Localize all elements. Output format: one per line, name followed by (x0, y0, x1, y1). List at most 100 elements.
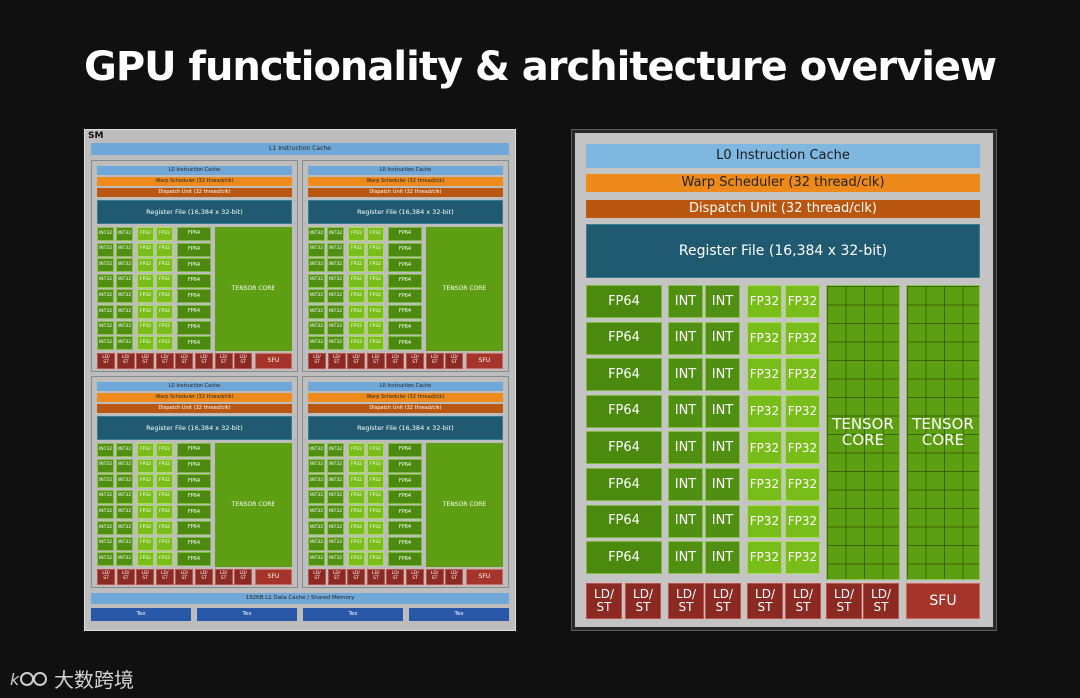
fp64-unit: FP64 (388, 489, 422, 504)
fp64-unit: FP64 (388, 443, 422, 457)
int32-unit: INT32 (308, 521, 325, 535)
fp32-unit: FP32 (137, 552, 154, 567)
fp32-unit: FP32 (156, 489, 173, 504)
ld-st-unit-line1: LD/ (121, 355, 130, 361)
fp64-unit: FP64 (586, 504, 662, 538)
dispatch-unit: Dispatch Unit (32 thread/clk) (586, 200, 980, 218)
register-file: Register File (16,384 x 32-bit) (308, 200, 503, 224)
tensor-core: TENSOR CORE (215, 443, 292, 567)
int32-unit: INT32 (308, 458, 325, 473)
ld-st-unit-line2: ST (220, 576, 227, 581)
tex-unit: Tex (197, 608, 297, 621)
ld-st-unit-line2: ST (353, 576, 359, 581)
int32-unit: INT32 (116, 227, 133, 241)
int32-unit: INT32 (327, 505, 344, 520)
ld-st-unit-line1: LD/ (430, 355, 439, 361)
int32-unit: INT32 (116, 505, 133, 520)
ld-st-unit-line1: LD/ (352, 355, 360, 361)
fp32-unit: FP32 (785, 541, 820, 575)
fp32-unit: FP32 (156, 552, 173, 567)
fp32-unit: FP32 (785, 431, 820, 465)
fp64-unit: FP64 (388, 505, 422, 520)
int32-unit: INT32 (97, 289, 114, 304)
fp32-unit: FP32 (137, 536, 154, 551)
fp64-unit: FP64 (388, 336, 422, 351)
int32-unit: INT32 (327, 227, 344, 241)
fp32-unit: FP32 (785, 504, 820, 538)
int-unit: INT (668, 541, 703, 575)
int32-unit: INT32 (308, 443, 325, 457)
ld-st-unit-line2: ST (451, 576, 457, 581)
register-file: Register File (16,384 x 32-bit) (308, 416, 503, 440)
ld-st-unit: LD/ST (625, 583, 661, 619)
ld-st-unit-line2: ST (431, 360, 438, 365)
ld-st-unit: LD/ST (366, 353, 385, 369)
fp32-unit: FP32 (137, 474, 154, 489)
fp64-unit: FP64 (177, 458, 211, 473)
ld-st-unit-line1: LD/ (676, 587, 696, 602)
page-title: GPU functionality & architecture overvie… (84, 44, 997, 90)
ld-st-unit: LD/ST (366, 569, 385, 585)
int-unit: INT (705, 394, 740, 428)
int-unit: INT (705, 285, 740, 318)
fp64-unit: FP64 (177, 474, 211, 489)
ld-st-unit-line2: ST (201, 360, 207, 365)
fp64-unit: FP64 (177, 336, 211, 351)
ld-st-unit: LD/ST (445, 569, 464, 585)
int32-unit: INT32 (97, 305, 114, 319)
ld-st-unit-line1: LD/ (430, 571, 439, 577)
ld-st-unit-line2: ST (873, 600, 889, 614)
int32-unit: INT32 (327, 242, 344, 257)
fp32-unit: FP32 (156, 305, 173, 319)
fp32-unit: FP32 (367, 289, 384, 304)
int-unit: INT (705, 358, 740, 392)
fp32-unit: FP32 (348, 242, 365, 257)
fp32-unit: FP32 (156, 289, 173, 304)
warp-scheduler: Warp Scheduler (32 thread/clk) (97, 177, 292, 186)
fp64-unit: FP64 (177, 489, 211, 504)
fp64-unit: FP64 (177, 242, 211, 257)
ld-st-unit-line1: LD/ (102, 355, 110, 361)
fp64-unit: FP64 (388, 305, 422, 319)
int32-unit: INT32 (97, 242, 114, 257)
ld-st-unit-line2: ST (757, 600, 773, 614)
fp32-unit: FP32 (747, 504, 782, 538)
ld-st-unit: LD/ST (116, 569, 135, 585)
fp32-unit: FP32 (137, 505, 154, 520)
int32-unit: INT32 (97, 227, 114, 241)
fp32-unit: FP32 (367, 320, 384, 335)
int-unit: INT (705, 321, 740, 355)
brand-icon: k (10, 670, 47, 689)
ld-st-unit-line1: LD/ (633, 587, 653, 602)
ld-st-unit: LD/ST (195, 569, 213, 585)
fp32-unit: FP32 (156, 536, 173, 551)
ld-st-unit-line1: LD/ (793, 587, 813, 602)
dispatch-unit: Dispatch Unit (32 thread/clk) (97, 404, 292, 413)
int32-unit: INT32 (327, 521, 344, 535)
ld-st-unit-line1: LD/ (219, 571, 228, 577)
fp32-unit: FP32 (137, 336, 154, 351)
fp64-unit: FP64 (388, 273, 422, 288)
ld-st-unit: LD/ST (406, 353, 424, 369)
fp32-unit: FP32 (348, 552, 365, 567)
fp32-unit: FP32 (348, 305, 365, 319)
int32-unit: INT32 (327, 458, 344, 473)
ld-st-unit-line1: LD/ (391, 571, 400, 577)
int32-unit: INT32 (116, 336, 133, 351)
l1-instruction-cache: L1 Instruction Cache (91, 143, 509, 155)
fp32-unit: FP32 (367, 242, 384, 257)
int32-unit: INT32 (308, 242, 325, 257)
fp32-unit: FP32 (348, 536, 365, 551)
fp32-unit: FP32 (137, 227, 154, 241)
fp32-unit: FP32 (348, 273, 365, 288)
sm-label: SM (88, 131, 104, 141)
fp32-unit: FP32 (367, 273, 384, 288)
register-file: Register File (16,384 x 32-bit) (586, 224, 980, 278)
ld-st-unit-line1: LD/ (352, 571, 360, 577)
ld-st-unit: LD/ST (97, 569, 115, 585)
ld-st-unit: LD/ST (425, 569, 444, 585)
ld-st-unit-line1: LD/ (161, 355, 169, 361)
ld-st-unit: LD/ST (347, 353, 366, 369)
